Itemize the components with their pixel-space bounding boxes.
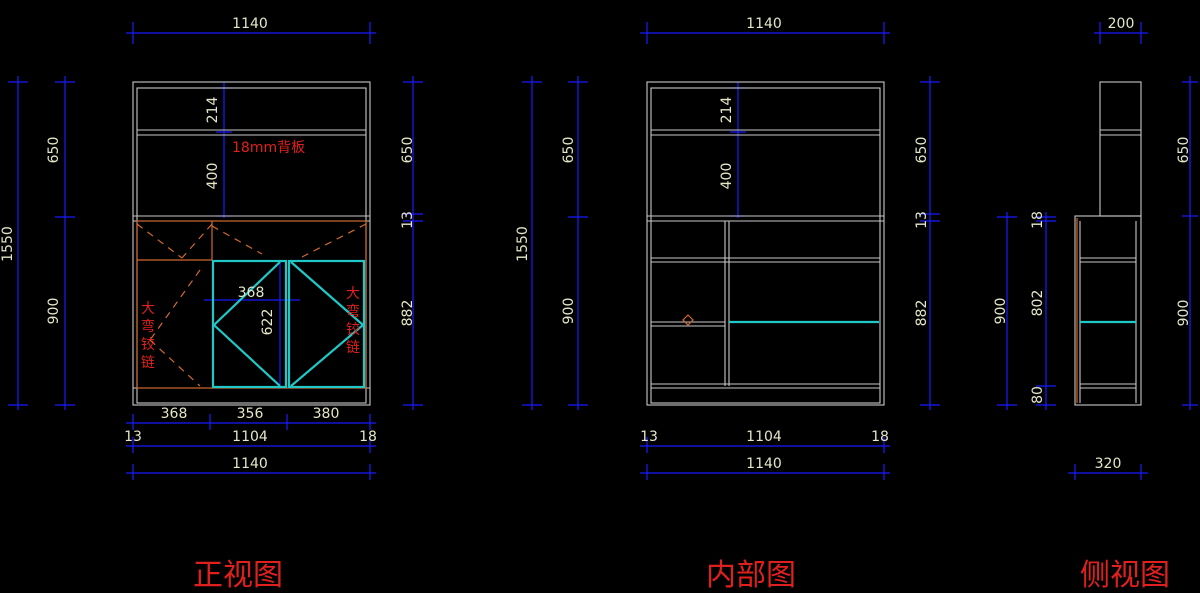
side-bottom-depth-label: 320	[1095, 456, 1122, 472]
side-cabinet-outline	[1074, 81, 1142, 406]
front-doors	[211, 259, 366, 389]
front-top-width-label: 1140	[232, 16, 268, 32]
front-bottom-380-label: 380	[313, 406, 340, 422]
front-shelf-400-label: 400	[205, 163, 221, 190]
front-dimension-lines	[8, 22, 423, 480]
interior-total-height-label: 1550	[515, 226, 531, 262]
front-left-lower-label: 900	[46, 298, 62, 325]
front-backboard-note: 18mm背板	[232, 140, 305, 156]
front-right-gap-label: 13	[400, 211, 416, 229]
front-cabinet-outline	[132, 81, 371, 406]
front-inner-width-label: 1104	[232, 429, 268, 445]
interior-overall-width-label: 1140	[746, 456, 782, 472]
front-inner-left-label: 13	[124, 429, 142, 445]
side-left-lower-label: 900	[993, 298, 1009, 325]
side-right-lower-label: 900	[1176, 300, 1192, 327]
interior-top-width-label: 1140	[746, 16, 782, 32]
side-inner-802-label: 802	[1030, 290, 1046, 317]
svg-text:铰: 铰	[346, 322, 360, 338]
svg-text:链: 链	[346, 340, 360, 356]
side-inner-18-label: 18	[1030, 211, 1046, 229]
front-total-height-label: 1550	[0, 226, 16, 262]
interior-right-gap-label: 13	[914, 211, 930, 229]
front-shelf-214-label: 214	[205, 97, 221, 124]
front-left-upper-label: 650	[46, 137, 62, 164]
front-right-upper-label: 650	[400, 137, 416, 164]
front-right-lower-label: 882	[400, 300, 416, 327]
interior-inner-left-label: 13	[640, 429, 658, 445]
interior-dimension-lines	[522, 22, 940, 480]
front-door-height-label: 622	[260, 309, 276, 336]
side-inner-80-label: 80	[1030, 386, 1046, 404]
side-right-upper-label: 650	[1176, 137, 1192, 164]
front-hinge-note-left: 大 弯 铰 链	[141, 301, 155, 371]
svg-text:铰: 铰	[141, 337, 155, 353]
side-view	[997, 22, 1198, 480]
interior-view-caption: 内部图	[706, 558, 796, 593]
side-view-caption: 侧视图	[1080, 558, 1170, 593]
svg-text:弯: 弯	[346, 303, 360, 320]
front-door-width-label: 368	[238, 285, 265, 301]
interior-inner-right-label: 18	[871, 429, 889, 445]
interior-knob-marker	[682, 314, 694, 326]
svg-text:大: 大	[346, 286, 360, 302]
interior-right-upper-label: 650	[914, 137, 930, 164]
front-inner-right-label: 18	[359, 429, 377, 445]
front-bottom-356-label: 356	[237, 406, 264, 422]
side-top-depth-label: 200	[1108, 16, 1135, 32]
interior-shelf-400-label: 400	[719, 163, 735, 190]
front-hinge-note-right: 大 弯 铰 链	[346, 286, 360, 356]
interior-left-upper-label: 650	[561, 137, 577, 164]
interior-cabinet-outline	[646, 81, 885, 406]
interior-view	[522, 22, 940, 480]
interior-shelf-214-label: 214	[719, 97, 735, 124]
side-dimension-lines	[997, 22, 1198, 480]
interior-left-lower-label: 900	[561, 298, 577, 325]
svg-text:链: 链	[141, 355, 155, 371]
interior-right-lower-label: 882	[914, 300, 930, 327]
front-view-caption: 正视图	[193, 558, 283, 593]
front-hinge-swing	[136, 220, 367, 389]
front-view	[8, 22, 423, 480]
front-overall-width-label: 1140	[232, 456, 268, 472]
interior-inner-width-label: 1104	[746, 429, 782, 445]
svg-text:弯: 弯	[141, 318, 155, 335]
svg-text:大: 大	[141, 301, 155, 317]
front-bottom-368-label: 368	[161, 406, 188, 422]
